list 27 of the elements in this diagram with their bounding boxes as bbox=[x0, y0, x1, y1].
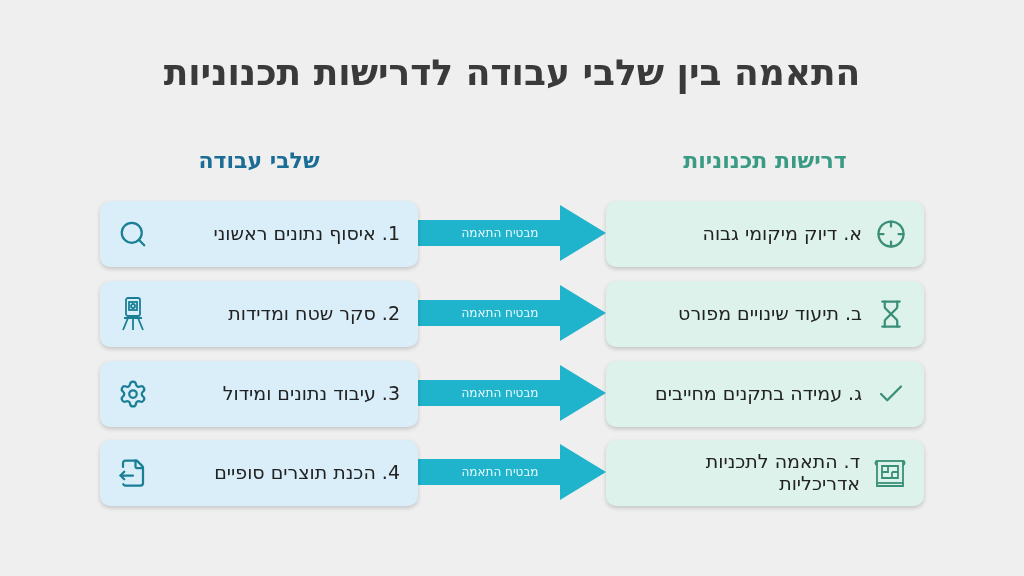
step-box bbox=[100, 281, 418, 347]
edge-label: מבטיח התאמה bbox=[461, 386, 539, 400]
box-text: 3. עיבוד נתונים ומידול bbox=[221, 383, 400, 405]
box-text: א. דיוק מיקומי גבוה bbox=[701, 223, 862, 245]
box-text: 1. איסוף נתונים ראשוני bbox=[212, 223, 400, 245]
box-text: ג. עמידה בתקנים מחייבים bbox=[654, 383, 862, 405]
arrow bbox=[418, 365, 606, 421]
step-box bbox=[100, 361, 418, 427]
title: התאמה בין שלבי עבודה לדרישות תכנוניות bbox=[162, 52, 862, 93]
edge-label: מבטיח התאמה bbox=[461, 465, 539, 479]
requirement-box bbox=[606, 361, 924, 427]
step-box bbox=[100, 440, 418, 506]
box-text: ד. התאמה לתכניות אדריכליות bbox=[704, 451, 860, 495]
box-text: 2. סקר שטח ומדידות bbox=[227, 303, 400, 325]
step-box bbox=[100, 201, 418, 267]
edge-label: מבטיח התאמה bbox=[461, 306, 539, 320]
arrow bbox=[418, 285, 606, 341]
box-text: ב. תיעוד שינויים מפורט bbox=[677, 303, 862, 325]
column-heading: דרישות תכנוניות bbox=[682, 148, 848, 173]
arrow bbox=[418, 205, 606, 261]
requirement-box bbox=[606, 281, 924, 347]
box-text: 4. הכנת תוצרים סופיים bbox=[213, 462, 400, 484]
requirement-box bbox=[606, 440, 924, 506]
arrow bbox=[418, 444, 606, 500]
column-heading: שלבי עבודה bbox=[197, 148, 321, 173]
requirement-box bbox=[606, 201, 924, 267]
edge-label: מבטיח התאמה bbox=[461, 226, 539, 240]
